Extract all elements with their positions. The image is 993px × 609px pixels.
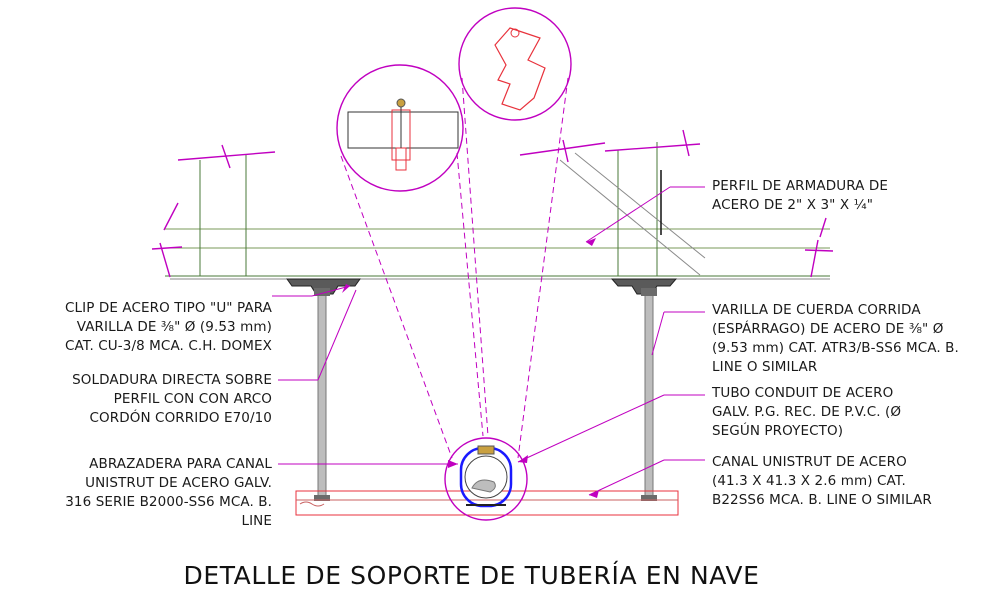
label-channel: CANAL UNISTRUT DE ACERO (41.3 X 41.3 X 2…: [712, 453, 932, 510]
label-rod: VARILLA DE CUERDA CORRIDA (ESPÁRRAGO) DE…: [712, 301, 959, 377]
label-clamp-line-4: LINE: [241, 513, 272, 529]
leader-arrows: [342, 238, 599, 498]
label-conduit: TUBO CONDUIT DE ACERO GALV. P.G. REC. DE…: [712, 384, 901, 441]
label-profile-line-1: PERFIL DE ARMADURA DE: [712, 178, 888, 194]
detail-bubble-1: [336, 64, 464, 192]
truss-structure: [165, 142, 830, 280]
label-profile-line-2: ACERO DE 2" X 3" X ¼": [712, 197, 874, 213]
label-channel-line-3: B22SS6 MCA. B. LINE O SIMILAR: [712, 492, 932, 508]
label-conduit-line-2: GALV. P.G. REC. DE P.V.C. (Ø: [712, 404, 902, 420]
label-weld: SOLDADURA DIRECTA SOBRE PERFIL CON CON A…: [0, 371, 272, 428]
label-clip: CLIP DE ACERO TIPO "U" PARA VARILLA DE ⅜…: [0, 299, 272, 356]
label-clamp-line-2: UNISTRUT DE ACERO GALV.: [85, 475, 272, 491]
threaded-rods: [314, 288, 657, 501]
magenta-members: [151, 129, 834, 278]
label-profile: PERFIL DE ARMADURA DE ACERO DE 2" X 3" X…: [712, 177, 888, 215]
drawing-title: DETALLE DE SOPORTE DE TUBERÍA EN NAVE: [183, 561, 760, 590]
label-rod-line-1: VARILLA DE CUERDA CORRIDA: [712, 302, 921, 318]
label-clip-line-2: VARILLA DE ⅜" Ø (9.53 mm): [76, 319, 272, 335]
detail-callout-lines: [340, 77, 569, 459]
label-clip-line-3: CAT. CU-3/8 MCA. C.H. DOMEX: [64, 338, 272, 354]
leader-lines: [272, 186, 705, 496]
detail-bubble-2: [458, 7, 572, 121]
label-rod-line-3: (9.53 mm) CAT. ATR3/B-SS6 MCA. B.: [712, 340, 959, 356]
label-weld-line-2: PERFIL CON CON ARCO: [113, 391, 272, 407]
label-conduit-line-1: TUBO CONDUIT DE ACERO: [712, 385, 894, 401]
u-clips: [286, 278, 678, 295]
label-weld-line-3: CORDÓN CORRIDO E70/10: [89, 410, 272, 426]
label-channel-line-1: CANAL UNISTRUT DE ACERO: [712, 454, 907, 470]
label-clamp-line-3: 316 SERIE B2000-SS6 MCA. B.: [65, 494, 272, 510]
label-clip-line-1: CLIP DE ACERO TIPO "U" PARA: [65, 300, 272, 316]
label-clamp: ABRAZADERA PARA CANAL UNISTRUT DE ACERO …: [0, 455, 272, 531]
label-rod-line-2: (ESPÁRRAGO) DE ACERO DE ⅜" Ø: [712, 321, 944, 337]
label-weld-line-1: SOLDADURA DIRECTA SOBRE: [72, 372, 272, 388]
label-channel-line-2: (41.3 X 41.3 X 2.6 mm) CAT.: [712, 473, 906, 489]
label-conduit-line-3: SEGÚN PROYECTO): [712, 423, 844, 439]
label-clamp-line-1: ABRAZADERA PARA CANAL: [89, 456, 272, 472]
conduit-clamp: [444, 437, 528, 521]
label-rod-line-4: LINE O SIMILAR: [712, 359, 818, 375]
